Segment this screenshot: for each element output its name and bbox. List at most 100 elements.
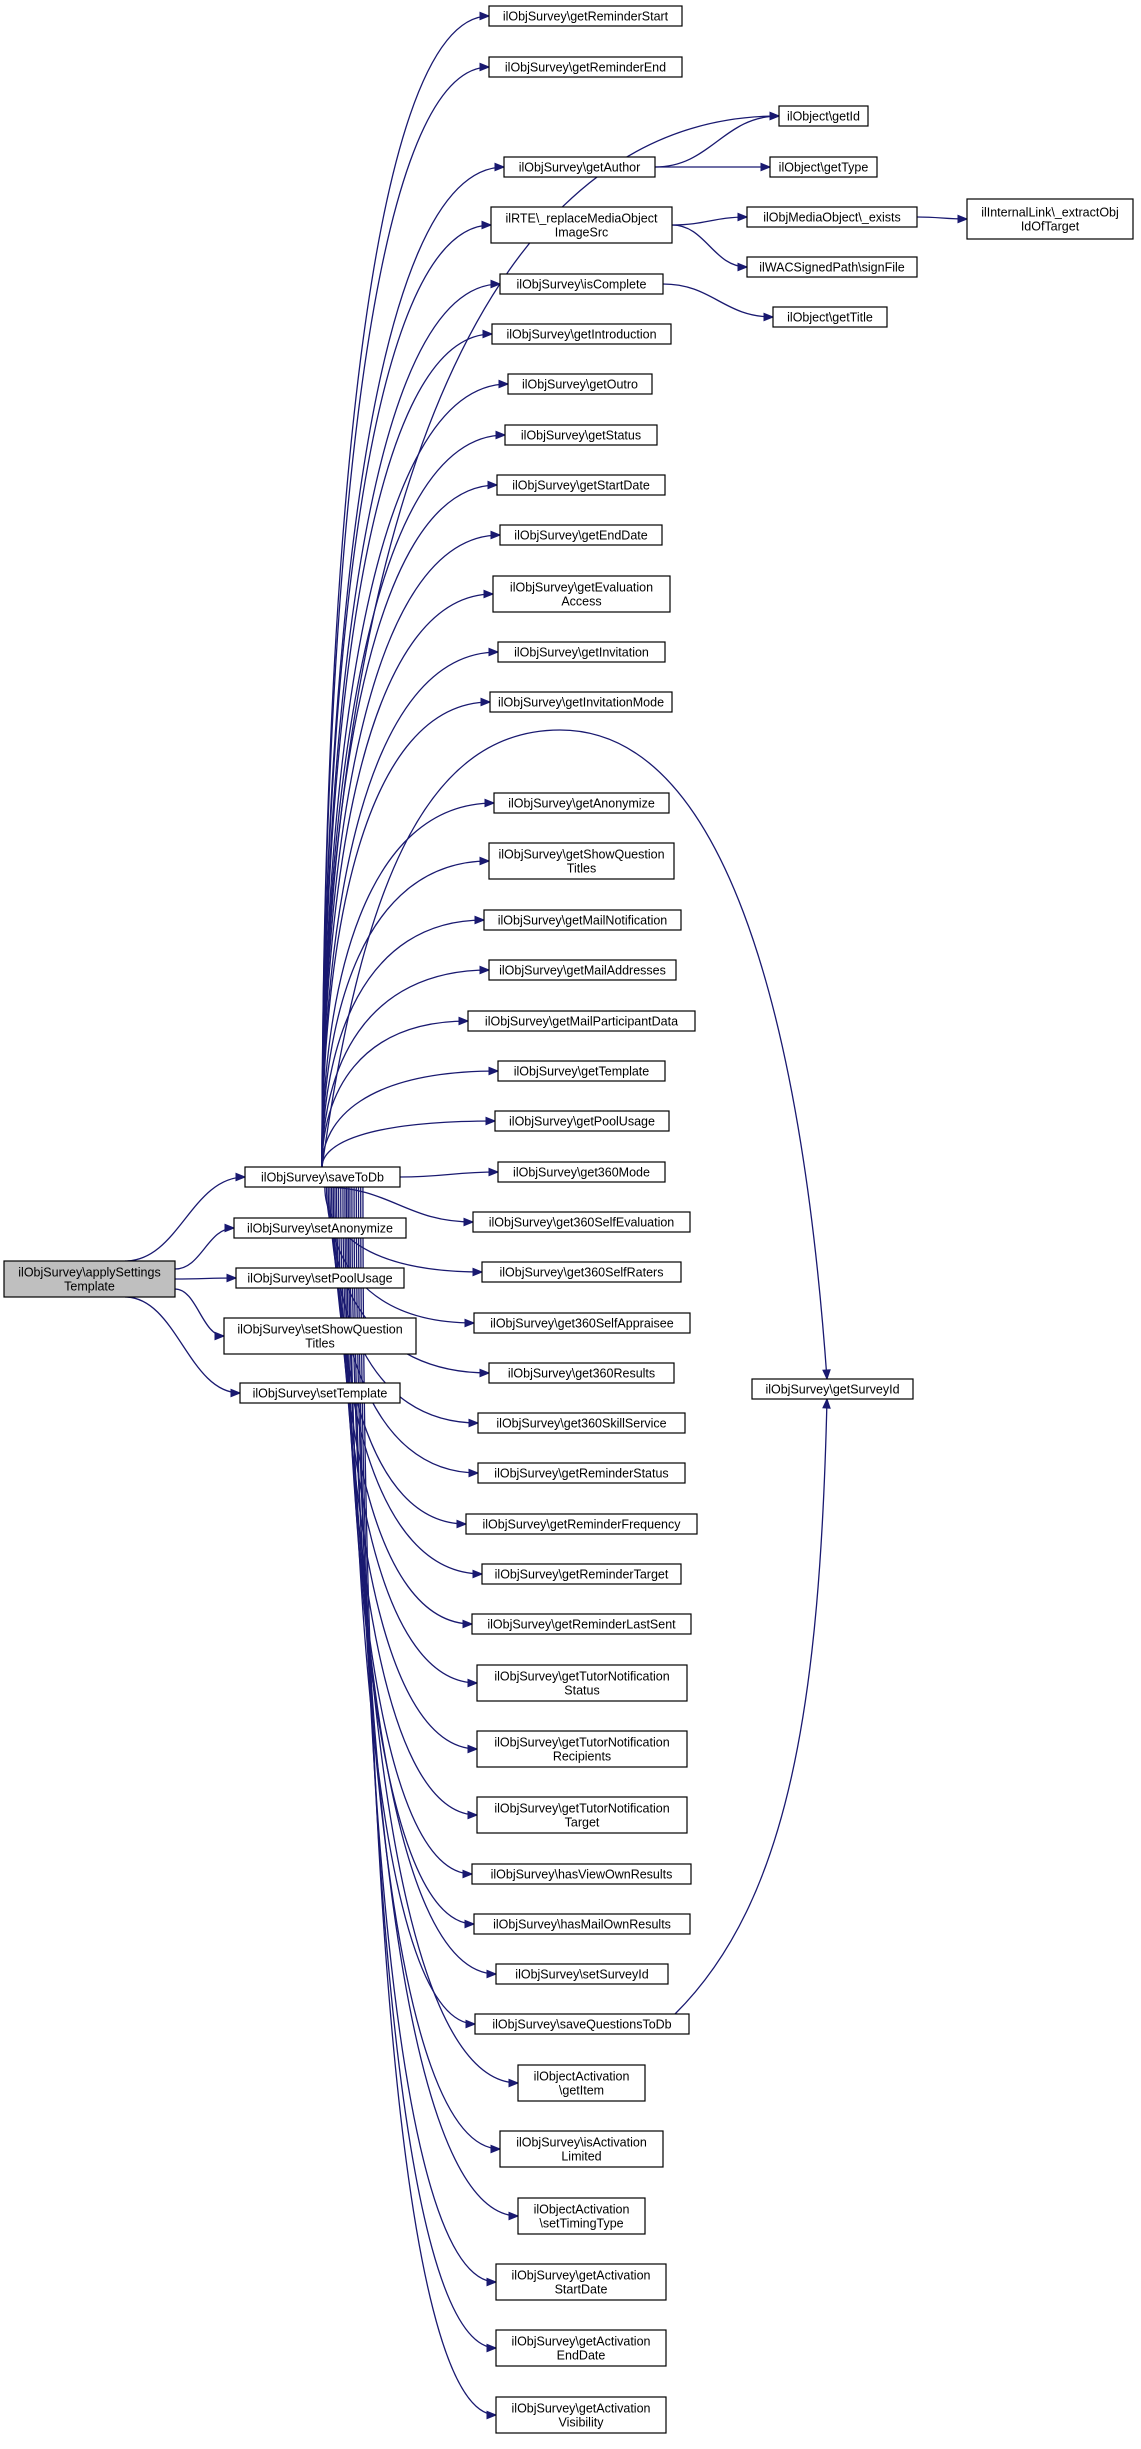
node-get-reminder-end[interactable]: ilObjSurvey\getReminderEnd <box>488 56 683 78</box>
node-get-anonymize[interactable]: ilObjSurvey\getAnonymize <box>493 792 670 814</box>
node-box <box>772 306 888 328</box>
edge-arrowhead <box>508 2078 520 2088</box>
node-box <box>481 1563 682 1585</box>
node-label: ilObjSurvey\saveToDb <box>261 1171 384 1185</box>
node-label: ilObjSurvey\get360SkillService <box>496 1417 666 1431</box>
node-label: ilObjSurvey\getSurveyId <box>765 1383 899 1397</box>
node-has-mail-own-results[interactable]: ilObjSurvey\hasMailOwnResults <box>473 1913 691 1935</box>
edge-replace-media-sign-file <box>671 224 748 268</box>
node-get-pool-usage[interactable]: ilObjSurvey\getPoolUsage <box>494 1110 670 1132</box>
node-get-author[interactable]: ilObjSurvey\getAuthor <box>503 156 656 178</box>
edge-arrowhead <box>508 2211 520 2221</box>
node-get360-mode[interactable]: ilObjSurvey\get360Mode <box>497 1161 666 1183</box>
node-get-end-date[interactable]: ilObjSurvey\getEndDate <box>499 524 663 546</box>
node-media-exists[interactable]: ilObjMediaObject\_exists <box>746 206 918 228</box>
node-get-survey-id[interactable]: ilObjSurvey\getSurveyId <box>751 1378 914 1400</box>
node-label: ilObjSurvey\setSurveyId <box>515 1968 648 1982</box>
node-box <box>477 1462 686 1484</box>
node-set-survey-id[interactable]: ilObjSurvey\setSurveyId <box>495 1963 669 1985</box>
node-get-introduction[interactable]: ilObjSurvey\getIntroduction <box>491 323 672 345</box>
node-label: ilWACSignedPath\signFile <box>759 261 904 275</box>
node-get-mail-addresses[interactable]: ilObjSurvey\getMailAddresses <box>488 959 677 981</box>
node-set-pool-usage[interactable]: ilObjSurvey\setPoolUsage <box>235 1267 405 1289</box>
node-get-invitation-mode[interactable]: ilObjSurvey\getInvitationMode <box>489 691 673 713</box>
edge-arrowhead <box>494 162 506 172</box>
edge-save-to-db-get-reminder-end <box>321 66 490 1168</box>
node-get360-self-evaluation[interactable]: ilObjSurvey\get360SelfEvaluation <box>472 1211 691 1233</box>
node-object-get-title[interactable]: ilObject\getTitle <box>772 306 888 328</box>
edge-arrowhead <box>486 2410 498 2420</box>
edge-save-to-db-get-tutor-notification-status <box>337 1186 478 1684</box>
edge-arrowhead <box>957 214 969 224</box>
node-set-template[interactable]: ilObjSurvey\setTemplate <box>239 1382 401 1404</box>
node-get360-self-raters[interactable]: ilObjSurvey\get360SelfRaters <box>481 1261 682 1283</box>
node-get360-results[interactable]: ilObjSurvey\get360Results <box>488 1362 675 1384</box>
node-label: ilObjSurvey\get360SelfAppraisee <box>490 1317 673 1331</box>
node-label: Template <box>64 1280 115 1294</box>
node-get-outro[interactable]: ilObjSurvey\getOutro <box>507 373 653 395</box>
node-get-mail-participant-data[interactable]: ilObjSurvey\getMailParticipantData <box>467 1010 696 1032</box>
node-get-reminder-status[interactable]: ilObjSurvey\getReminderStatus <box>477 1462 686 1484</box>
edge-savequestionstodb-getsurveyid <box>674 1398 828 2015</box>
edge-save-to-db-has-view-own-results <box>344 1186 473 1875</box>
node-get-reminder-frequency[interactable]: ilObjSurvey\getReminderFrequency <box>465 1513 698 1535</box>
node-get-invitation[interactable]: ilObjSurvey\getInvitation <box>497 641 666 663</box>
node-label: ilRTE\_replaceMediaObject <box>506 212 658 226</box>
node-label: ilObjSurvey\get360Results <box>508 1367 655 1381</box>
node-get-reminder-target[interactable]: ilObjSurvey\getReminderTarget <box>481 1563 682 1585</box>
node-get-start-date[interactable]: ilObjSurvey\getStartDate <box>496 474 666 496</box>
node-get-template[interactable]: ilObjSurvey\getTemplate <box>497 1060 666 1082</box>
node-box <box>239 1382 401 1404</box>
edge-is-complete-object-get-title <box>662 283 774 318</box>
edge-arrowhead <box>822 1397 831 1409</box>
node-label: ilObjSurvey\getAnonymize <box>508 797 655 811</box>
node-box <box>503 156 656 178</box>
node-sign-file[interactable]: ilWACSignedPath\signFile <box>746 256 918 278</box>
edge-save-to-db-get-pool-usage <box>321 1120 496 1168</box>
node-label: ilObjSurvey\saveQuestionsToDb <box>492 2018 671 2032</box>
node-save-questions-to-db[interactable]: ilObjSurvey\saveQuestionsToDb <box>474 2013 690 2035</box>
node-get-mail-notification[interactable]: ilObjSurvey\getMailNotification <box>483 909 682 931</box>
node-box <box>473 1312 691 1334</box>
edge-arrowhead <box>822 1369 831 1381</box>
node-box <box>517 2064 646 2102</box>
node-get-tutor-notification-recipients[interactable]: ilObjSurvey\getTutorNotificationRecipien… <box>476 1730 688 1768</box>
node-get-reminder-start[interactable]: ilObjSurvey\getReminderStart <box>488 5 683 27</box>
node-label: ilObjSurvey\setAnonymize <box>247 1222 393 1236</box>
node-object-get-type[interactable]: ilObject\getType <box>769 156 878 178</box>
edge-save-to-db-get-evaluation-access <box>321 593 494 1168</box>
node-save-to-db[interactable]: ilObjSurvey\saveToDb <box>244 1166 401 1188</box>
edge-arrowhead <box>495 430 507 440</box>
edge-arrowhead <box>479 62 491 72</box>
node-label: ilObjSurvey\setPoolUsage <box>247 1272 392 1286</box>
node-box <box>499 524 663 546</box>
node-get-reminder-last-sent[interactable]: ilObjSurvey\getReminderLastSent <box>471 1613 692 1635</box>
node-get-status[interactable]: ilObjSurvey\getStatus <box>504 424 658 446</box>
node-has-view-own-results[interactable]: ilObjSurvey\hasViewOwnResults <box>471 1863 692 1885</box>
edge-replace-media-media-exists <box>671 216 748 226</box>
node-is-complete[interactable]: ilObjSurvey\isComplete <box>499 273 664 295</box>
node-activation-get-item[interactable]: ilObjectActivation\getItem <box>517 2064 646 2102</box>
node-box <box>489 691 673 713</box>
node-get360-self-appraisee[interactable]: ilObjSurvey\get360SelfAppraisee <box>473 1312 691 1334</box>
node-object-get-id[interactable]: ilObject\getId <box>778 105 869 127</box>
node-label: ilObjectActivation <box>534 2070 630 2084</box>
node-activation-set-timing-type[interactable]: ilObjectActivation\setTimingType <box>517 2197 646 2235</box>
node-get360-skill-service[interactable]: ilObjSurvey\get360SkillService <box>477 1412 686 1434</box>
edge-arrowhead <box>230 1388 242 1398</box>
edge-save-to-db-get-invitation-mode <box>321 701 491 1168</box>
node-set-anonymize[interactable]: ilObjSurvey\setAnonymize <box>233 1217 407 1239</box>
